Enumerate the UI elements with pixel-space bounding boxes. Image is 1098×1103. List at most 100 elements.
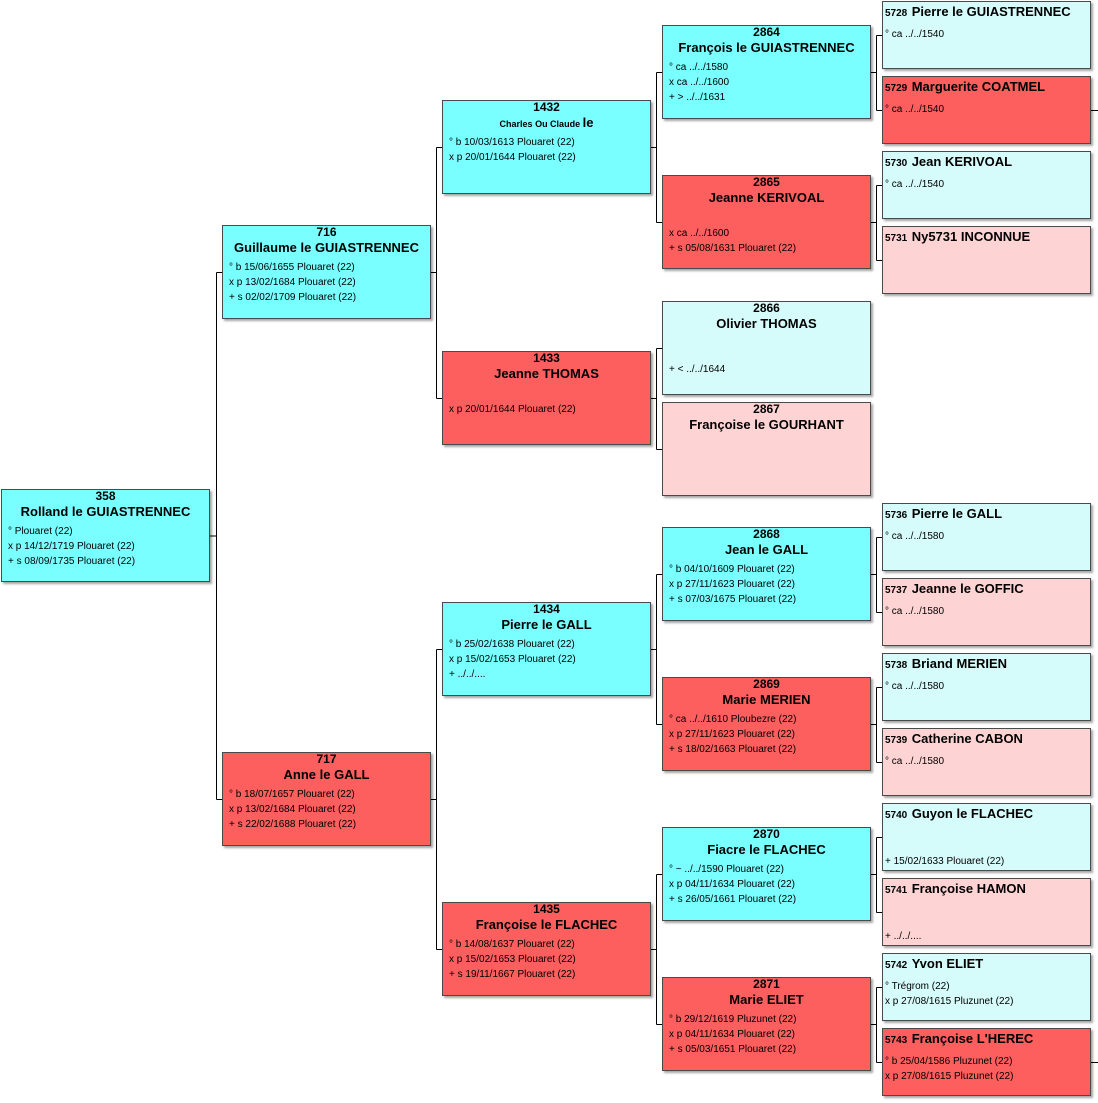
person-card-5738[interactable]: 5738 Briand MERIEN ° ca ../../1580 [882,653,1091,721]
person-name: Fiacre le FLACHEC [707,842,826,857]
person-events: ° ca ../../1580 [885,679,944,694]
event-line: + s 18/02/1663 Plouaret (22) [669,744,797,755]
person-card-5743[interactable]: 5743 Françoise L'HEREC ° b 25/04/1586 Plu… [882,1028,1091,1096]
sosa-number: 5741 [885,885,908,896]
person-events: ° ca ../../1580 [885,604,944,619]
sosa-number: 2871 [753,977,780,991]
person-name: Pierre le GALL [911,506,1003,521]
event-line: x p 27/11/1623 Plouaret (22) [669,579,796,590]
sosa-number: 2864 [753,25,780,39]
person-name: Marie ELIET [729,992,804,1007]
event-line: ° ca ../../1580 [885,606,945,617]
person-name: Françoise le GOURHANT [689,417,844,432]
person-card-5739[interactable]: 5739 Catherine CABON° ca ../../1580 [882,728,1091,796]
sosa-number: 5740 [885,810,908,821]
person-events: ° b 04/10/1609 Plouaret (22) x p 27/11/16… [669,562,796,607]
person-events: ° b 25/04/1586 Pluzunet (22)x p 27/08/16… [885,1054,1013,1084]
person-card-5740[interactable]: 5740 Guyon le FLACHEC + 15/02/1633 Plouar… [882,803,1091,871]
person-name: Briand MERIEN [911,656,1008,671]
person-name: Françoise L'HEREC [911,1031,1034,1046]
event-line: + s 07/03/1675 Plouaret (22) [669,594,797,605]
event-line: x p 13/02/1684 Plouaret (22) [229,277,356,288]
event-line: x p 13/02/1684 Plouaret (22) [229,804,356,815]
event-line: x p 15/02/1653 Plouaret (22) [449,654,576,665]
person-card-5731[interactable]: 5731 Ny5731 INCONNUE [882,226,1091,294]
event-line: x ca ../../1600 [669,77,730,88]
person-header: 5737 Jeanne le GOFFIC [885,580,1024,598]
event-line: ° b 04/10/1609 Plouaret (22) [669,564,795,575]
person-events: ° Plouaret (22)x p 14/12/1719 Plouaret (… [8,524,135,569]
person-name: Olivier THOMAS [716,316,817,331]
person-events: + ../../.... [885,929,921,944]
person-name: Yvon ELIET [911,956,984,971]
person-card-5737[interactable]: 5737 Jeanne le GOFFIC ° ca ../../1580 [882,578,1091,646]
event-line: ° ca ../../1540 [885,104,945,115]
person-name: Catherine CABON [911,731,1023,746]
person-name: Pierre le GUIASTRENNEC [911,4,1071,19]
sosa-number: 5730 [885,158,908,169]
event-line: x p 04/11/1634 Plouaret (22) [669,879,796,890]
person-name: Jean le GALL [724,542,809,557]
person-header: 5738 Briand MERIEN [885,655,1007,673]
person-events: ° ca ../../1610 Ploubezre (22) x p 27/11/… [669,712,796,757]
sosa-number: 1432 [533,100,560,114]
event-line: x ca ../../1600 [669,228,730,239]
person-card-5736[interactable]: 5736 Pierre le GALL° ca ../../1580 [882,503,1091,571]
event-line: + ../../.... [449,669,486,680]
person-events: ° b 18/07/1657 Plouaret (22)x p 13/02/16… [229,787,356,832]
sosa-number: 5739 [885,735,908,746]
person-card-5741[interactable]: 5741 Françoise HAMON+ ../../.... [882,878,1091,946]
person-header: 5729 Marguerite COATMEL [885,78,1045,96]
sosa-number: 1433 [533,351,560,365]
event-line: + ../../.... [885,931,922,942]
person-name-surname: le [582,115,594,130]
event-line: ° ca ../../1540 [885,179,945,190]
person-card-5742[interactable]: 5742 Yvon ELIET° Trégrom (22)x p 27/08/1… [882,953,1091,1021]
event-line: ° b 15/06/1655 Plouaret (22) [229,262,355,273]
sosa-number: 717 [316,752,337,766]
event-line: x p 27/11/1623 Plouaret (22) [669,729,796,740]
event-line: ° b 14/08/1637 Plouaret (22) [449,939,575,950]
sosa-number: 5743 [885,1035,908,1046]
event-line: + 15/02/1633 Plouaret (22) [885,856,1005,867]
sosa-number: 5736 [885,510,908,521]
person-header: 5740 Guyon le FLACHEC [885,805,1033,823]
person-name: Guyon le FLACHEC [911,806,1034,821]
person-name-given: Charles Ou Claude [499,119,581,129]
person-header: 5728 Pierre le GUIASTRENNEC [885,3,1071,21]
person-name: François le GUIASTRENNEC [678,40,855,55]
person-name: Anne le GALL [283,767,370,782]
event-line: + s 08/09/1735 Plouaret (22) [8,556,136,567]
person-name: Guillaume le GUIASTRENNEC [234,240,419,255]
person-events: ° b 29/12/1619 Pluzunet (22)x p 04/11/16… [669,1012,796,1057]
sosa-number: 2870 [753,827,780,841]
person-card-5729[interactable]: 5729 Marguerite COATMEL ° ca ../../1540 [882,76,1091,144]
sosa-number: 2868 [753,527,780,541]
event-line: x p 04/11/1634 Plouaret (22) [669,1029,796,1040]
person-name: Jeanne KERIVOAL [708,190,825,205]
person-name: Charles Ou Claude le [443,114,650,133]
person-card-5728[interactable]: 5728 Pierre le GUIASTRENNEC ° ca ../../15… [882,1,1091,69]
event-line: ° ca ../../1540 [885,29,945,40]
event-line: x p 20/01/1644 Plouaret (22) [449,404,576,415]
event-line: ° ca ../../1610 Ploubezre (22) [669,714,797,725]
person-name: Pierre le GALL [501,617,592,632]
person-card-5730[interactable]: 5730 Jean KERIVOAL° ca ../../1540 [882,151,1091,219]
sosa-number: 5742 [885,960,908,971]
